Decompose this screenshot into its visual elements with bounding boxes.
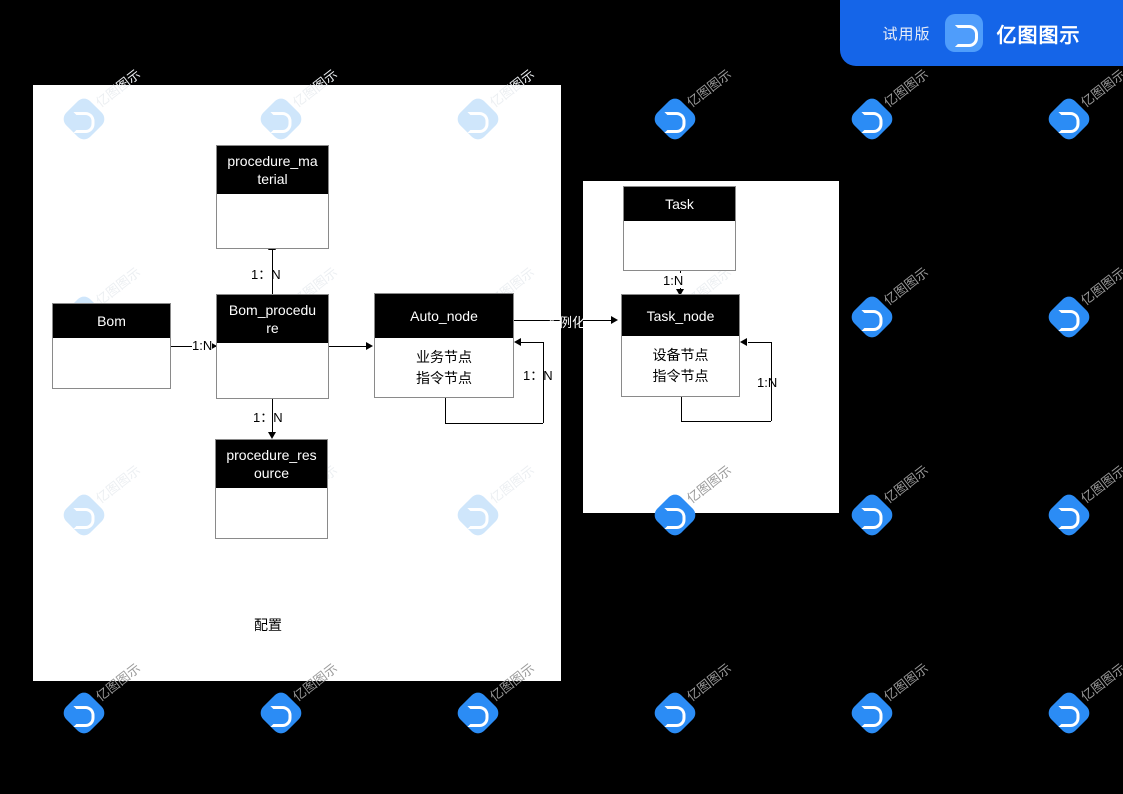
watermark-tile: 亿图图示 bbox=[650, 66, 778, 148]
watermark-text: 亿图图示 bbox=[683, 660, 735, 705]
watermark-tile: 亿图图示 bbox=[847, 660, 975, 742]
edraw-logo-icon bbox=[847, 490, 897, 540]
watermark-tile: 亿图图示 bbox=[847, 264, 975, 346]
edge-autonode-self-arrow bbox=[514, 338, 521, 346]
title-line-1: procedure_res bbox=[226, 447, 317, 463]
edge-instantiate-arrow bbox=[611, 316, 618, 324]
watermark-text: 亿图图示 bbox=[880, 264, 932, 309]
watermark-text: 亿图图示 bbox=[1077, 66, 1123, 111]
edge-autonode-self-down bbox=[445, 398, 446, 423]
node-auto-node-title: Auto_node bbox=[375, 294, 513, 338]
title-line-2: terial bbox=[257, 171, 288, 187]
edge-label-tasknode-self: 1:N bbox=[757, 375, 778, 390]
node-task-node-body: 设备节点 指令节点 bbox=[622, 336, 739, 396]
watermark-tile: 亿图图示 bbox=[1044, 264, 1123, 346]
watermark-text: 亿图图示 bbox=[1077, 264, 1123, 309]
edge-label-task-tasknode: 1:N bbox=[663, 273, 684, 288]
edge-label-resource: 1：N bbox=[253, 410, 283, 425]
configuration-caption: 配置 bbox=[254, 617, 282, 633]
edge-bomprocedure-autonode-line bbox=[329, 346, 367, 347]
edge-bomprocedure-autonode-arrow bbox=[366, 342, 373, 350]
node-procedure-resource-body bbox=[216, 488, 327, 538]
watermark-tile: 亿图图示 bbox=[1044, 66, 1123, 148]
title-line-2: re bbox=[266, 320, 279, 336]
node-auto-node-body: 业务节点 指令节点 bbox=[375, 338, 513, 397]
edge-bom-bomprocedure-arrow bbox=[210, 342, 217, 350]
node-auto-node-body-line-1: 业务节点 bbox=[416, 348, 472, 365]
edge-bomprocedure-material-line bbox=[272, 249, 273, 294]
watermark-text: 亿图图示 bbox=[1077, 462, 1123, 507]
node-bom[interactable]: Bom bbox=[52, 303, 171, 389]
node-task-node[interactable]: Task_node 设备节点 指令节点 bbox=[621, 294, 740, 397]
edge-tasknode-self-down bbox=[681, 397, 682, 421]
edraw-logo-icon bbox=[650, 94, 700, 144]
edge-autonode-self-right bbox=[543, 342, 544, 423]
edge-instantiate-line bbox=[514, 320, 612, 321]
edraw-logo-icon bbox=[453, 688, 503, 738]
node-bom-procedure-body bbox=[217, 343, 328, 398]
edraw-logo-icon bbox=[944, 14, 983, 52]
node-task[interactable]: Task bbox=[623, 186, 736, 271]
watermark-tile: 亿图图示 bbox=[1044, 462, 1123, 544]
watermark-tile: 亿图图示 bbox=[847, 462, 975, 544]
edraw-logo-icon bbox=[847, 292, 897, 342]
edge-task-tasknode-arrow bbox=[676, 289, 684, 296]
node-auto-node-body-line-2: 指令节点 bbox=[416, 369, 472, 386]
edge-autonode-self-bottom bbox=[445, 423, 543, 424]
edraw-logo-icon bbox=[1044, 292, 1094, 342]
title-line-2: ource bbox=[253, 465, 290, 481]
watermark-text: 亿图图示 bbox=[880, 66, 932, 111]
watermark-tile: 亿图图示 bbox=[847, 66, 975, 148]
edraw-logo-icon bbox=[847, 94, 897, 144]
edge-tasknode-self-top bbox=[748, 342, 771, 343]
watermark-text: 亿图图示 bbox=[880, 660, 932, 705]
watermark-text: 亿图图示 bbox=[1077, 660, 1123, 705]
edraw-logo-icon bbox=[1044, 94, 1094, 144]
title-line-1: procedure_ma bbox=[227, 153, 318, 169]
watermark-tile: 亿图图示 bbox=[453, 660, 581, 742]
edraw-logo-icon bbox=[1044, 688, 1094, 738]
edraw-logo-icon bbox=[1044, 490, 1094, 540]
edge-label-bom-bomprocedure: 1:N bbox=[192, 338, 213, 353]
trial-badge: 试用版 亿图图示 bbox=[840, 0, 1123, 66]
edge-tasknode-self-arrow bbox=[740, 338, 747, 346]
node-bom-body bbox=[53, 338, 170, 388]
trial-label: 试用版 bbox=[882, 25, 931, 43]
edraw-logo-icon bbox=[650, 688, 700, 738]
node-bom-title: Bom bbox=[53, 304, 170, 338]
edge-autonode-self-top bbox=[521, 342, 543, 343]
watermark-text: 亿图图示 bbox=[880, 462, 932, 507]
title-line-1: Bom_procedu bbox=[228, 302, 317, 318]
edge-label-instantiate: 实例化 bbox=[546, 315, 586, 330]
edge-label-material: 1：N bbox=[251, 267, 281, 282]
edge-label-autonode-self: 1：N bbox=[523, 368, 553, 383]
brand-name: 亿图图示 bbox=[996, 24, 1081, 47]
edge-bomprocedure-resource-arrow bbox=[268, 432, 276, 439]
node-task-title: Task bbox=[624, 187, 735, 221]
edraw-logo-icon bbox=[59, 688, 109, 738]
watermark-tile: 亿图图示 bbox=[59, 660, 187, 742]
watermark-tile: 亿图图示 bbox=[1044, 660, 1123, 742]
watermark-tile: 亿图图示 bbox=[650, 660, 778, 742]
edge-tasknode-self-right bbox=[771, 342, 772, 421]
edge-bomprocedure-resource-line bbox=[272, 399, 273, 433]
edge-tasknode-self-bottom bbox=[681, 421, 771, 422]
node-task-node-body-line-1: 设备节点 bbox=[652, 347, 709, 363]
node-task-node-title: Task_node bbox=[622, 295, 739, 336]
edraw-logo-icon bbox=[847, 688, 897, 738]
watermark-text: 亿图图示 bbox=[683, 66, 735, 111]
watermark-tile: 亿图图示 bbox=[256, 660, 384, 742]
edraw-logo-icon bbox=[256, 688, 306, 738]
node-task-body bbox=[624, 221, 735, 270]
node-procedure-material-body bbox=[217, 194, 328, 248]
node-auto-node[interactable]: Auto_node 业务节点 指令节点 bbox=[374, 293, 514, 398]
node-task-node-body-line-2: 指令节点 bbox=[652, 368, 709, 384]
